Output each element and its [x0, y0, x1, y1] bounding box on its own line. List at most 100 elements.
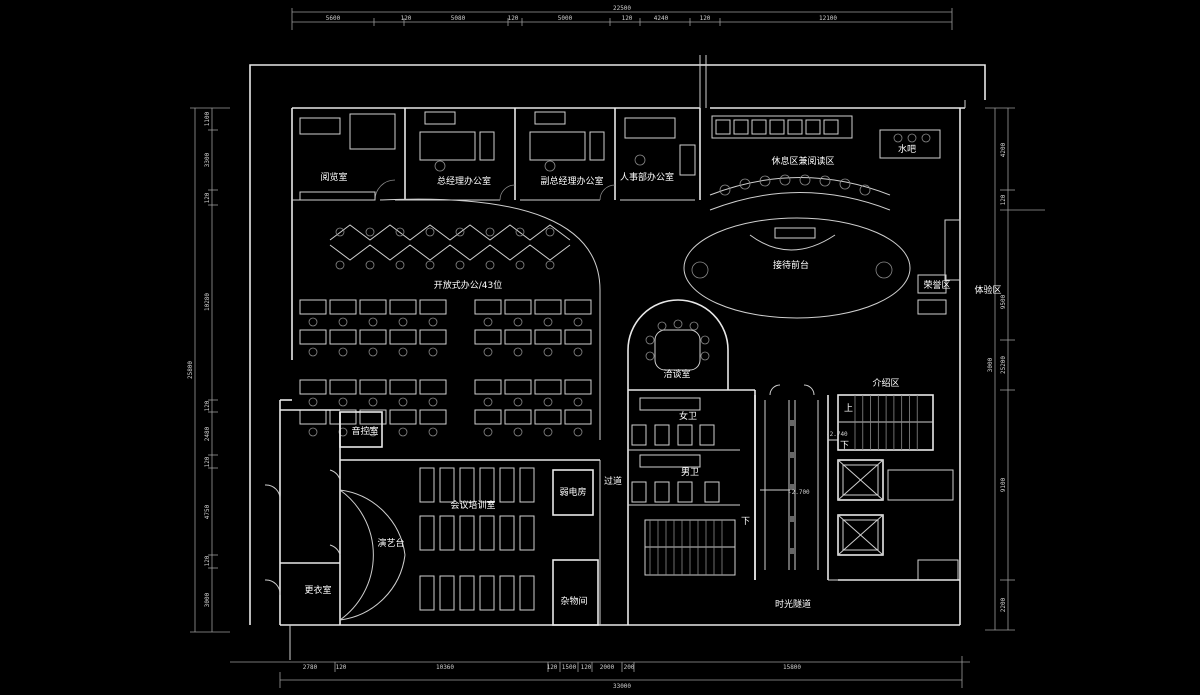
workstation-chair	[513, 427, 523, 437]
open-office	[299, 198, 601, 440]
label-stair-up: 上	[844, 403, 853, 414]
dim-top: 120	[622, 15, 633, 22]
training-desk-row	[479, 515, 495, 551]
workstation-chair	[455, 227, 465, 237]
workstation-desk	[389, 409, 417, 425]
negotiation-room	[627, 299, 729, 390]
training-desk-row	[519, 467, 535, 503]
workstation-chair	[368, 317, 378, 327]
workstation-desk	[474, 409, 502, 425]
workstation-desk	[329, 379, 357, 395]
label-stage: 演艺台	[377, 537, 404, 549]
workstation-chair	[513, 397, 523, 407]
workstation-chair	[455, 260, 465, 270]
top-offices	[292, 108, 701, 201]
training-desk-row	[439, 467, 455, 503]
workstation-chair	[368, 347, 378, 357]
time-tunnel	[754, 384, 838, 580]
workstation-desk	[474, 379, 502, 395]
workstation-chair	[428, 317, 438, 327]
workstation-desk	[419, 329, 447, 345]
workstation-desk	[474, 329, 502, 345]
dim-bottom: 120	[581, 664, 592, 671]
dim-bottom-total: 33000	[613, 683, 631, 690]
workstation-desk	[419, 409, 447, 425]
workstation-chair	[513, 347, 523, 357]
dim-left: 3000	[204, 592, 211, 607]
workstation-chair	[308, 427, 318, 437]
workstation-chair	[573, 317, 583, 327]
workstation-chair	[368, 397, 378, 407]
dim-left: 10280	[204, 293, 211, 311]
training-desk-row	[419, 515, 435, 551]
workstation-chair	[398, 427, 408, 437]
workstation-chair	[308, 317, 318, 327]
training-desk-row	[459, 467, 475, 503]
dim-left-total: 25800	[187, 361, 194, 379]
dim-right: 3000	[987, 357, 994, 372]
stairs-left	[644, 519, 736, 576]
dim-bottom: 2780	[303, 664, 318, 671]
label-corridor: 过道	[604, 475, 622, 487]
workstation-desk	[534, 329, 562, 345]
workstation-chair	[543, 317, 553, 327]
workstation-chair	[395, 260, 405, 270]
label-lounge: 休息区兼阅读区	[771, 155, 834, 167]
workstation-chair	[398, 397, 408, 407]
dim-left: 2480	[204, 426, 211, 441]
workstation-chair	[573, 427, 583, 437]
label-reception: 接待前台	[773, 259, 809, 271]
training-desk-row	[519, 515, 535, 551]
workstation-chair	[338, 427, 348, 437]
training-room	[419, 460, 601, 626]
workstation-desk	[419, 379, 447, 395]
workstation-chair	[365, 227, 375, 237]
workstation-chair	[338, 347, 348, 357]
workstation-desk	[389, 379, 417, 395]
label-sound-control: 音控室	[351, 425, 378, 437]
workstation-desk	[359, 379, 387, 395]
workstation-chair	[485, 260, 495, 270]
dim-top: 12100	[819, 15, 837, 22]
dim-top: 120	[508, 15, 519, 22]
workstation-desk	[564, 379, 592, 395]
workstation-desk	[564, 329, 592, 345]
workstation-desk	[564, 409, 592, 425]
label-female-wc: 女卫	[679, 410, 697, 422]
dim-left: 120	[204, 400, 211, 411]
workstation-chair	[395, 227, 405, 237]
workstation-chair	[335, 260, 345, 270]
workstation-chair	[308, 397, 318, 407]
workstation-chair	[483, 317, 493, 327]
right-core	[828, 394, 960, 581]
label-training-room: 会议培训室	[450, 499, 495, 511]
dimension-lines	[190, 8, 1045, 688]
label-experience-area: 体验区	[974, 284, 1001, 296]
dim-top: 120	[700, 15, 711, 22]
workstation-desk	[329, 299, 357, 315]
workstation-desk	[299, 329, 327, 345]
workstation-desk	[299, 409, 327, 425]
label-reading-room: 阅览室	[320, 171, 347, 183]
dim-top: 4240	[654, 15, 669, 22]
workstation-desk	[359, 409, 387, 425]
workstation-chair	[398, 317, 408, 327]
left-lower	[264, 409, 600, 625]
workstation-desk	[534, 299, 562, 315]
dim-right: 9500	[1000, 294, 1007, 309]
dim-left: 3300	[204, 152, 211, 167]
workstation-chair	[425, 227, 435, 237]
reception-area	[683, 217, 961, 319]
dim-left: 120	[204, 456, 211, 467]
label-deputy-gm-office: 副总经理办公室	[540, 175, 603, 187]
workstation-desk	[329, 329, 357, 345]
dim-left: 120	[204, 192, 211, 203]
lounge-area	[709, 115, 941, 211]
dim-right: 4200	[1000, 142, 1007, 157]
training-desk-row	[419, 467, 435, 503]
label-time-tunnel: 时光隧道	[775, 598, 811, 610]
workstation-desk	[534, 409, 562, 425]
label-changing-room: 更衣室	[304, 584, 331, 596]
dim-bottom: 1500	[562, 664, 577, 671]
